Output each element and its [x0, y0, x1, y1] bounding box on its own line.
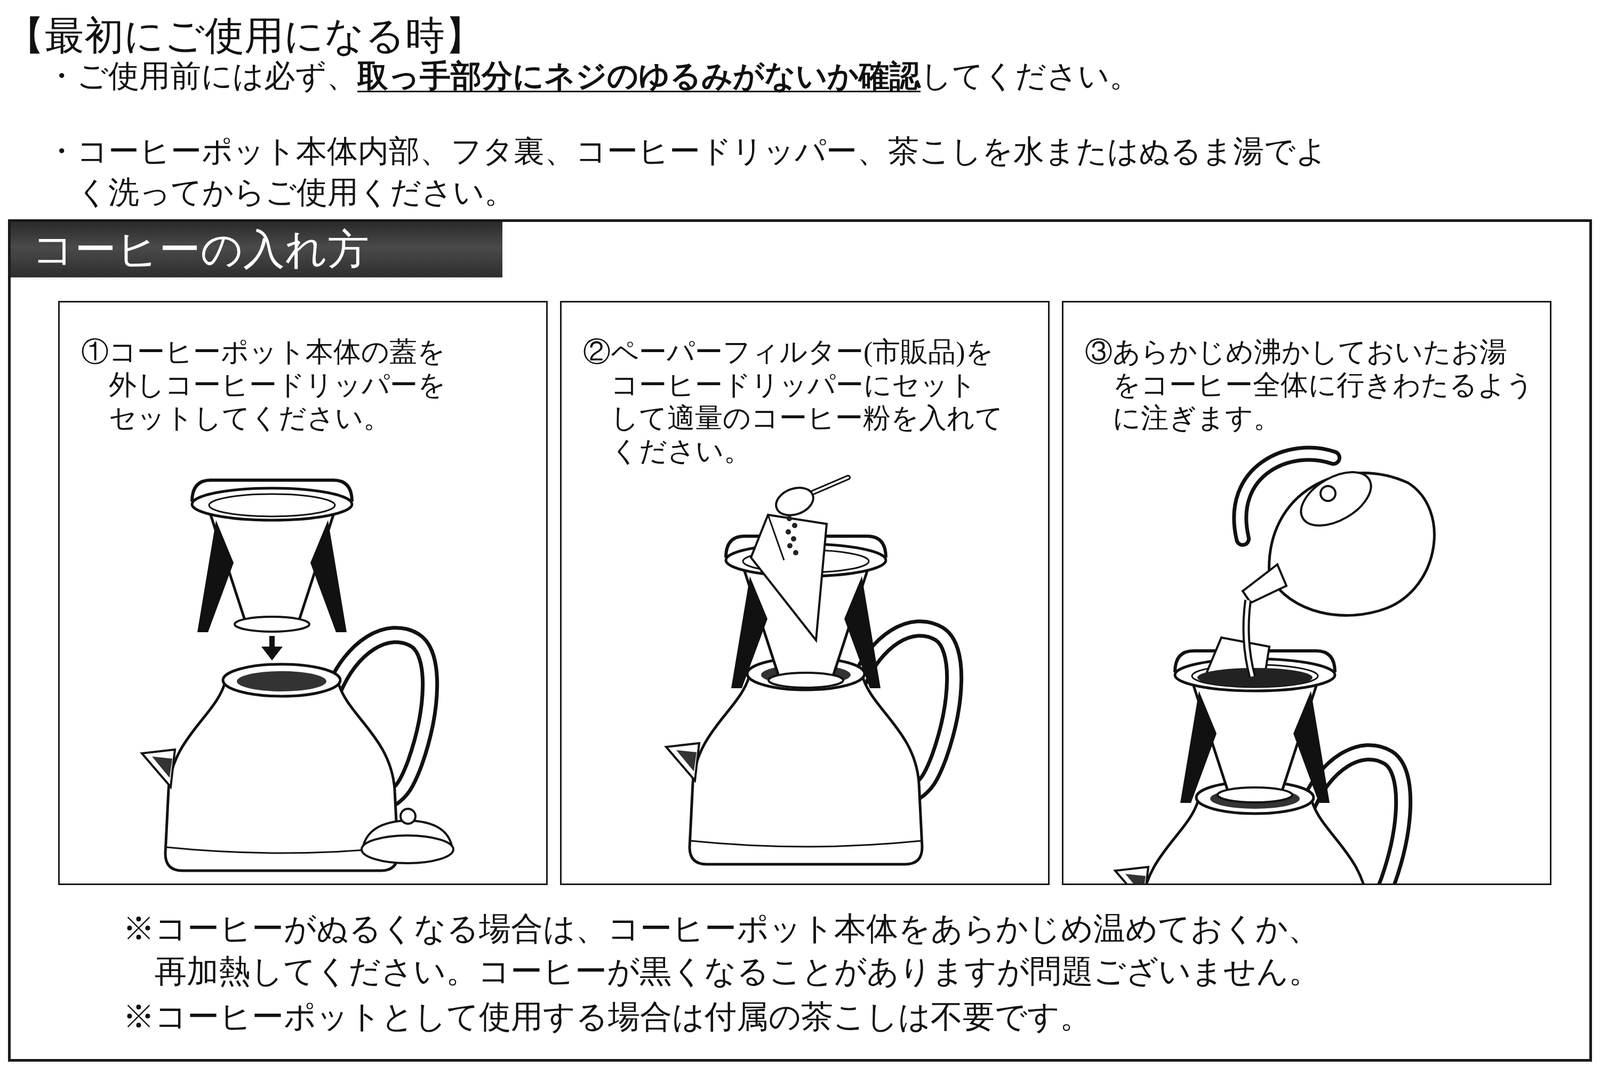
paper-filter: [1206, 637, 1270, 674]
kettle-knob: [1320, 485, 1336, 501]
measuring-scoop: [772, 482, 818, 520]
kettle-lid: [1292, 460, 1381, 536]
coffee-grain: [792, 522, 798, 528]
step-text: ②ペーパーフィルター(市販品)をコーヒードリッパーにセットして適量のコーヒー粉を…: [582, 335, 1005, 468]
coffee-grain: [785, 529, 791, 535]
coffee-dripper: [192, 480, 352, 632]
instruction-text: してください。: [920, 58, 1141, 94]
coffee-grain: [790, 536, 797, 542]
step-panel: ①コーヒーポット本体の蓋を外しコーヒードリッパーをセットしてください。: [58, 300, 548, 885]
lid-knob: [400, 808, 416, 824]
step-panel: ②ペーパーフィルター(市販品)をコーヒードリッパーにセットして適量のコーヒー粉を…: [560, 300, 1050, 885]
arrow-shaft: [269, 635, 275, 648]
lid-rim: [361, 835, 454, 863]
page-heading: 【最初にご使用になる時】: [5, 12, 485, 60]
step-text: ①コーヒーポット本体の蓋を外しコーヒードリッパーをセットしてください。: [81, 335, 447, 435]
coffee-grounds: [1197, 667, 1313, 687]
instruction-text: ・コーヒーポット本体内部、フタ裏、コーヒードリッパー、茶こしを水またはぬるま湯で…: [45, 130, 1355, 213]
instruction-text: ・ご使用前には必ず、: [45, 58, 358, 94]
filter-fold: [768, 514, 784, 560]
kettle-spout: [1242, 564, 1287, 603]
water-stream-inner: [1245, 600, 1253, 677]
scoop-handle-inner: [810, 477, 848, 494]
section-heading: コーヒーの入れ方: [10, 221, 503, 278]
emphasis-text: 取っ手部分にネジのゆるみがないか確認: [357, 58, 921, 94]
coffee-grain: [793, 549, 799, 556]
note-text: ※コーヒーポットとして使用する場合は付属の茶こしは不要です。: [122, 995, 1339, 1038]
falling-coffee: [785, 515, 799, 556]
coffee-grain: [786, 515, 792, 522]
note-text: ※コーヒーがぬるくなる場合は、コーヒーポット本体をあらかじめ温めておくか、再加熱…: [122, 907, 1339, 993]
panel3-art: [1115, 453, 1435, 884]
instruction-line: ・ご使用前には必ず、取っ手部分にネジのゆるみがないか確認してください。: [45, 57, 1141, 95]
paper-filter: [750, 514, 827, 640]
step-text: ③あらかじめ沸かしておいたお湯をコーヒー全体に行きわたるように注ぎます。: [1084, 335, 1534, 435]
coffee-grain: [787, 542, 793, 549]
water-stream: [1245, 600, 1253, 677]
arrow-head: [261, 646, 283, 661]
step-panel: ③あらかじめ沸かしておいたお湯をコーヒー全体に行きわたるように注ぎます。: [1061, 300, 1552, 885]
scoop-handle: [810, 477, 848, 494]
